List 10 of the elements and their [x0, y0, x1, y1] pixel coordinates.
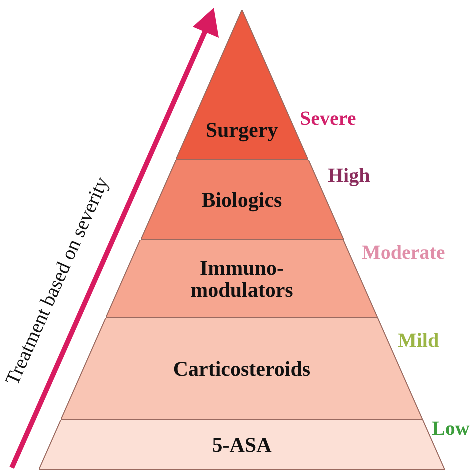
severity-label: Mild — [398, 330, 440, 353]
tier-label: Surgery — [204, 119, 280, 141]
tier-label: Biologics — [200, 189, 284, 211]
severity-label: High — [328, 165, 370, 188]
severity-label: Low — [432, 418, 470, 441]
severity-label: Moderate — [362, 242, 446, 265]
tier-label: 5-ASA — [211, 434, 273, 456]
tier-label: Immuno-modulators — [190, 257, 294, 301]
tier-label: Carticosteroids — [172, 358, 312, 380]
severity-label: Severe — [300, 108, 356, 131]
